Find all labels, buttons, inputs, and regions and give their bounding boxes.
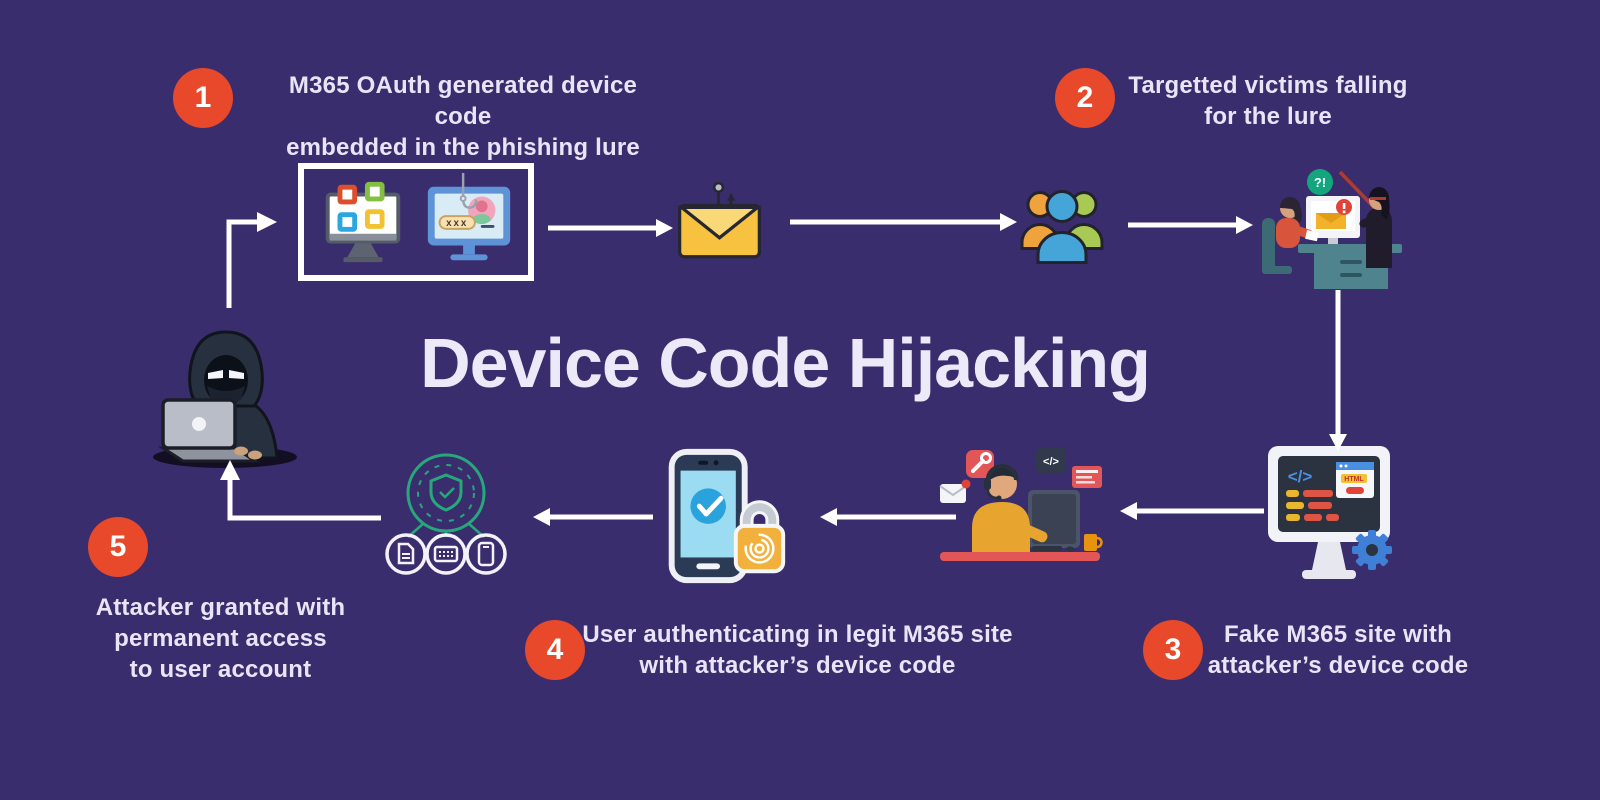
phishing-login-monitor-icon: xxx	[427, 173, 511, 261]
eye	[229, 370, 244, 379]
step-5-line-3: to user account	[129, 656, 312, 683]
arrow-victims-to-scene	[1128, 216, 1253, 234]
step-5-label: Attacker granted with permanent access t…	[83, 592, 358, 685]
step-1-label: M365 OAuth generated device code embedde…	[258, 70, 668, 163]
arrow-phone-to-token	[533, 508, 653, 526]
svg-text:</>: </>	[1043, 456, 1059, 468]
arrow-scene-to-fakesite	[1329, 290, 1347, 451]
step-3-badge: 3	[1143, 620, 1203, 680]
arrow-frame-to-email	[548, 219, 673, 237]
step-4-badge: 4	[525, 620, 585, 680]
step-4-line-1: User authenticating in legit M365 site	[582, 621, 1013, 648]
phone-icon	[477, 541, 495, 567]
eye	[208, 370, 223, 379]
headset	[986, 464, 1018, 481]
step-2-badge: 2	[1055, 68, 1115, 128]
step-5-line-1: Attacker granted with	[95, 594, 346, 621]
access-token-icon	[385, 453, 507, 575]
arrow-developer-to-phone	[820, 508, 956, 526]
step-2-line-2: for the lure	[1204, 103, 1332, 130]
step-2-label: Targetted victims falling for the lure	[1118, 70, 1418, 132]
phone-auth-icon	[668, 448, 786, 584]
step-3-label: Fake M365 site with attacker’s device co…	[1205, 619, 1471, 681]
step-2-line-1: Targetted victims falling	[1128, 72, 1408, 99]
fingerprint-lock-icon	[733, 523, 786, 574]
step-1-line-2: embedded in the phishing lure	[286, 134, 640, 161]
step-5-line-2: permanent access	[114, 625, 327, 652]
fake-site-monitor-icon: </> HTML	[1268, 446, 1392, 579]
password-mask-text: xxx	[446, 218, 468, 229]
document-icon	[397, 542, 415, 565]
step-1-line-1: M365 OAuth generated device code	[288, 72, 638, 130]
arrow-token-to-hacker	[220, 460, 381, 521]
mug	[1084, 534, 1097, 551]
victims-group-icon	[1020, 190, 1104, 264]
victim-at-desk-illustration: ?!	[1262, 169, 1402, 289]
arrow-email-to-victims	[790, 213, 1017, 231]
phishing-email-icon	[676, 181, 763, 259]
code-icon	[1036, 448, 1066, 473]
hooded-hacker-illustration	[153, 330, 297, 468]
arrow-hacker-to-frame	[226, 212, 277, 308]
code-label: </>	[1288, 467, 1313, 486]
arrow-fakesite-to-developer	[1120, 502, 1264, 520]
step-5-badge: 5	[88, 517, 148, 577]
mail-icon	[940, 484, 966, 503]
check-icon	[690, 488, 726, 524]
shield-icon	[429, 473, 463, 512]
keyboard-icon	[433, 545, 459, 563]
gear-icon	[1352, 530, 1392, 570]
developer-at-desk-illustration: </>	[939, 448, 1103, 561]
svg-text:HTML: HTML	[1344, 476, 1364, 483]
m365-apps-monitor-icon	[325, 181, 401, 263]
victim-reaction-text: ?!	[1314, 175, 1326, 190]
step-3-line-2: attacker’s device code	[1207, 652, 1469, 679]
step-4-line-2: with attacker’s device code	[639, 652, 956, 679]
page-title: Device Code Hijacking	[420, 324, 1151, 402]
phishing-lure-frame: xxx	[298, 163, 534, 281]
step-1-badge: 1	[173, 68, 233, 128]
step-3-line-1: Fake M365 site with	[1224, 621, 1452, 648]
step-4-label: User authenticating in legit M365 site w…	[575, 619, 1020, 681]
